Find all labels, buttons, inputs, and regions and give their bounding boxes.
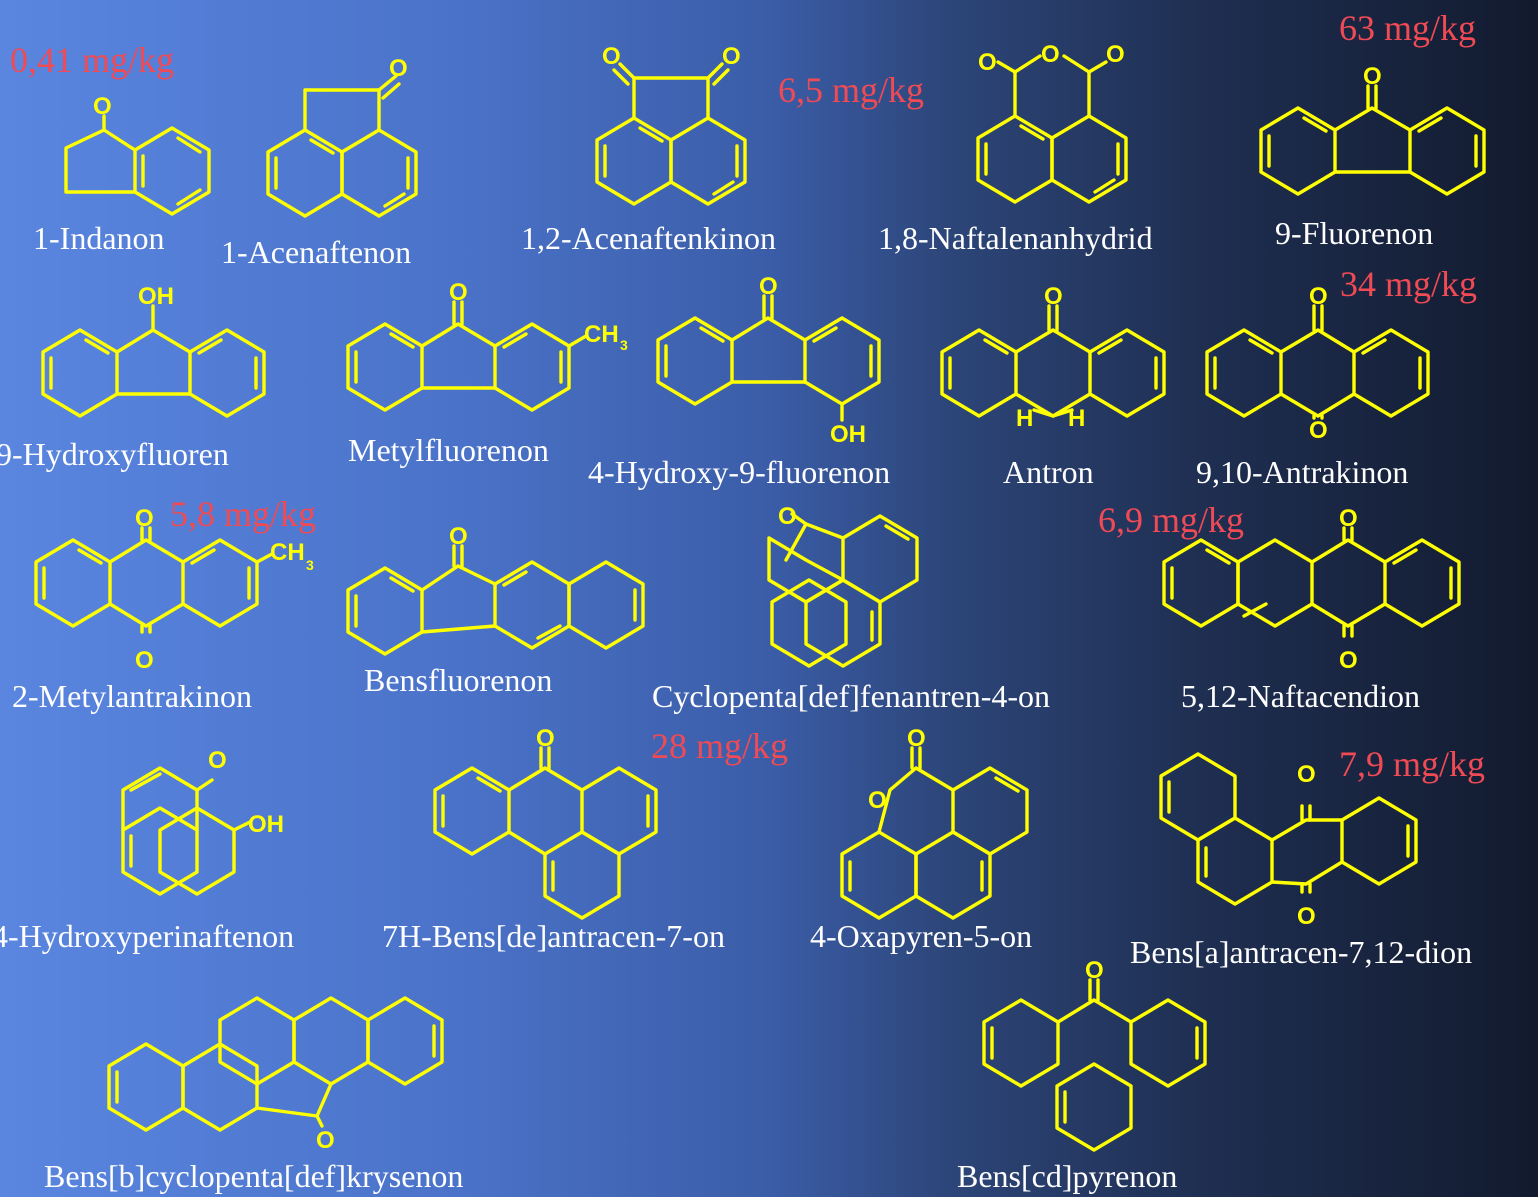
atom-oxygen: O xyxy=(778,503,797,530)
structure-9-fluorenon: O xyxy=(1259,63,1486,196)
atom-hydrogen: H xyxy=(1068,405,1085,432)
structure-bensfluorenon: O xyxy=(346,523,645,656)
atom-oxygen: O xyxy=(907,725,926,752)
structure-metylfluorenon: O CH 3 xyxy=(346,279,628,412)
compound-label: 1-Acenaftenon xyxy=(221,234,412,270)
compound-label: Cyclopenta[def]fenantren-4-on xyxy=(652,678,1051,714)
atom-oxygen: O xyxy=(759,273,778,300)
structure-9-hydroxyfluoren: OH xyxy=(41,283,266,418)
concentration-label: 6,5 mg/kg xyxy=(778,70,925,110)
concentration-label: 28 mg/kg xyxy=(651,726,789,766)
atom-hydroxyl: OH xyxy=(248,811,284,838)
atom-hydroxyl: OH xyxy=(138,283,174,310)
structure-oxapyrenon: O O xyxy=(840,725,1029,920)
compound-label: Bensfluorenon xyxy=(364,662,553,698)
subscript: 3 xyxy=(306,557,314,573)
atom-oxygen: O xyxy=(1309,283,1328,310)
atom-hydrogen: H xyxy=(1016,405,1033,432)
atom-oxygen: O xyxy=(93,93,112,120)
structure-naftalenanhydrid: O O O xyxy=(976,41,1128,204)
compound-label: 9-Fluorenon xyxy=(1275,215,1434,251)
compound-label: Metylfluorenon xyxy=(348,432,549,468)
structure-1-acenaftenon: O xyxy=(266,55,418,218)
structure-antron: O H H xyxy=(940,283,1166,432)
atom-oxygen: O xyxy=(1297,903,1316,930)
structure-hydroxyperinaftenon: O OH xyxy=(121,747,284,896)
compound-label: 9-Hydroxyfluoren xyxy=(0,436,229,472)
compound-label: Bens[cd]pyrenon xyxy=(957,1158,1178,1194)
compound-label: 2-Metylantrakinon xyxy=(12,678,252,714)
atom-oxygen: O xyxy=(1363,63,1382,90)
atom-methyl: CH xyxy=(584,321,619,348)
atom-oxygen: O xyxy=(449,523,468,550)
concentration-label: 5,8 mg/kg xyxy=(170,494,317,534)
atom-oxygen: O xyxy=(1041,41,1060,68)
structure-acenaftenkinon: O O xyxy=(595,43,747,206)
atom-oxygen: O xyxy=(449,279,468,306)
subscript: 3 xyxy=(620,337,628,353)
atom-oxygen: O xyxy=(1339,647,1358,674)
concentration-label: 34 mg/kg xyxy=(1340,264,1478,304)
concentration-label: 6,9 mg/kg xyxy=(1098,500,1245,540)
compound-label: 5,12-Naftacendion xyxy=(1181,678,1421,714)
compound-label: 4-Hydroxy-9-fluorenon xyxy=(588,454,891,490)
atom-oxygen: O xyxy=(135,647,154,674)
compound-label: 1,2-Acenaftenkinon xyxy=(521,220,777,256)
atom-oxygen: O xyxy=(978,49,997,76)
atom-oxygen: O xyxy=(1339,505,1358,532)
concentration-label: 7,9 mg/kg xyxy=(1339,744,1486,784)
atom-oxygen: O xyxy=(1297,761,1316,788)
atom-oxygen: O xyxy=(135,505,154,532)
atom-oxygen: O xyxy=(1106,41,1125,68)
structure-cyclopentafenantrenon: O xyxy=(767,503,919,668)
atom-oxygen: O xyxy=(389,55,408,82)
concentration-label: 0,41 mg/kg xyxy=(10,40,175,80)
atom-oxygen: O xyxy=(1044,283,1063,310)
concentration-label: 63 mg/kg xyxy=(1339,8,1477,48)
structure-bensantracendion: O O xyxy=(1159,752,1418,930)
compound-label: 4-Oxapyren-5-on xyxy=(810,918,1033,954)
structure-1-indanon: O xyxy=(64,93,211,216)
structure-naftacendion: O O xyxy=(1162,505,1461,674)
structure-hydroxy-fluorenon: O OH xyxy=(656,273,881,448)
compound-label: Bens[b]cyclopenta[def]krysenon xyxy=(44,1158,464,1194)
structure-benspyrenon: O xyxy=(982,957,1207,1152)
structure-benscyclopentakrysenon: O xyxy=(107,996,444,1154)
atom-oxygen: O xyxy=(722,43,741,70)
atom-oxygen: O xyxy=(602,43,621,70)
structure-bensantracenon: O xyxy=(433,725,658,920)
atom-hydroxyl: OH xyxy=(830,421,866,448)
atom-oxygen: O xyxy=(208,747,227,774)
atom-oxygen: O xyxy=(868,787,887,814)
compound-label: Antron xyxy=(1003,454,1094,490)
compound-label: 7H-Bens[de]antracen-7-on xyxy=(382,918,725,954)
compound-label: 1-Indanon xyxy=(33,220,165,256)
atom-oxygen: O xyxy=(1309,417,1328,444)
compound-label: 4-Hydroxyperinaftenon xyxy=(0,918,295,954)
atom-oxygen: O xyxy=(1085,957,1104,984)
structure-antrakinon: O O xyxy=(1205,283,1430,444)
compound-label: 1,8-Naftalenanhydrid xyxy=(878,220,1153,256)
structure-metylantrakinon: O O CH 3 xyxy=(34,505,314,674)
compound-label: 9,10-Antrakinon xyxy=(1196,454,1409,490)
atom-oxygen: O xyxy=(316,1127,335,1154)
atom-oxygen: O xyxy=(536,725,555,752)
compound-label: Bens[a]antracen-7,12-dion xyxy=(1130,934,1473,970)
atom-methyl: CH xyxy=(270,539,305,566)
